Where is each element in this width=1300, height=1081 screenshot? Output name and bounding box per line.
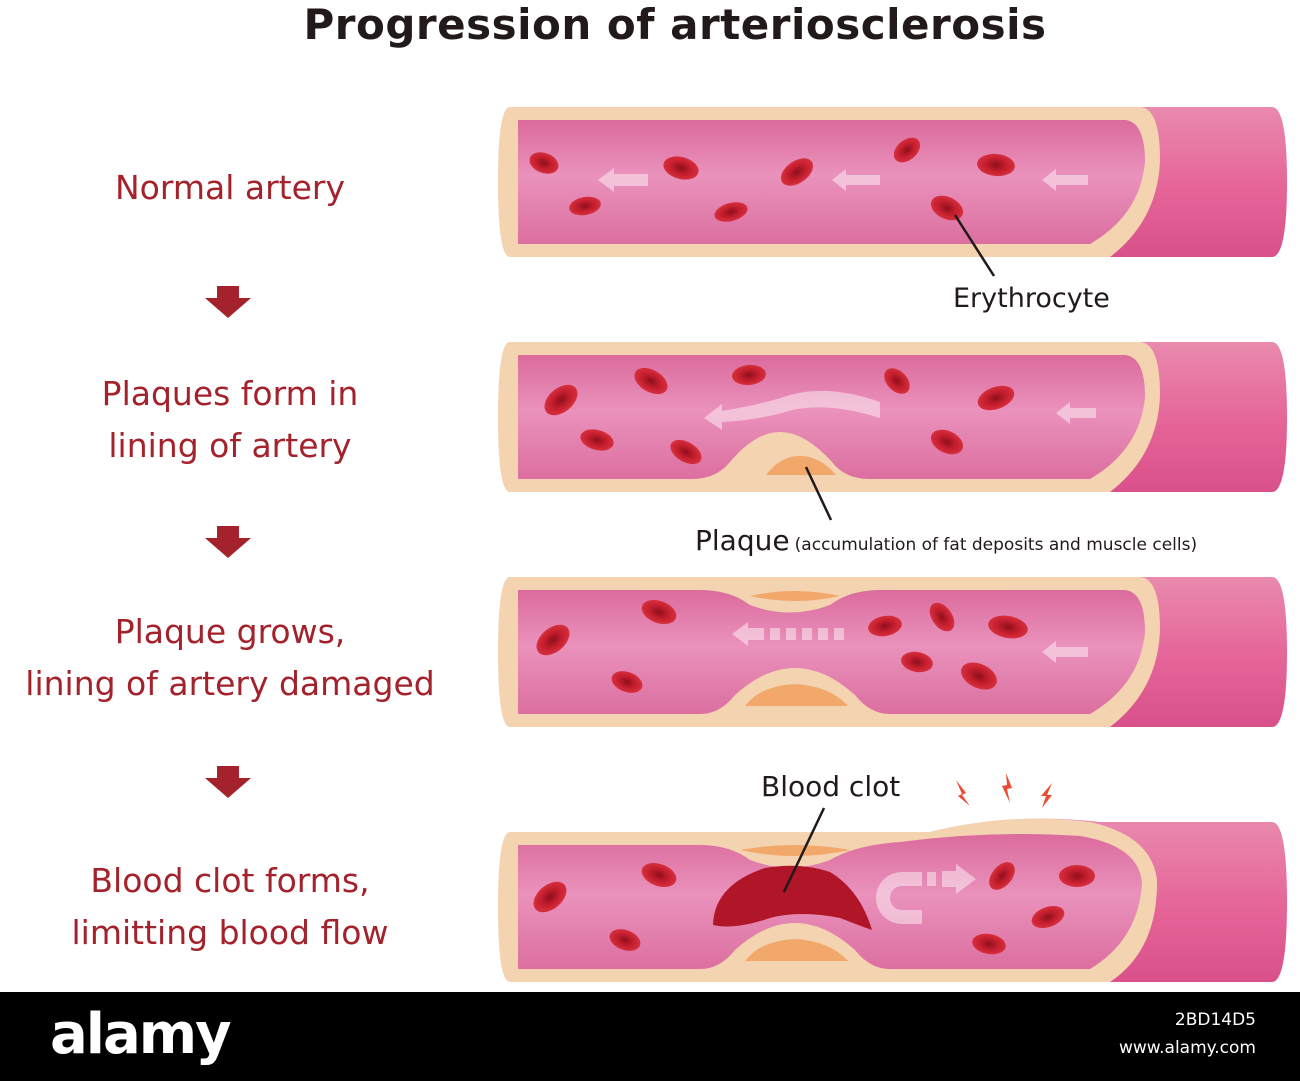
erythrocyte <box>533 881 567 913</box>
vessel-lumen <box>518 120 1145 244</box>
artery-plaque-forming <box>498 342 1287 521</box>
stage-label-blood-clot: Blood clot forms, limitting blood flow <box>0 855 470 959</box>
stage-label-normal-artery: Normal artery <box>0 162 470 214</box>
erythrocyte <box>1059 865 1095 887</box>
erythrocyte <box>569 196 601 216</box>
plaque-label-term: Plaque <box>695 524 790 557</box>
watermark-footer: alamy 2BD14D5 www.alamy.com <box>0 992 1300 1081</box>
stage-label-line: Plaques form in <box>101 374 359 413</box>
stage-label-line: lining of artery <box>108 426 352 465</box>
erythrocyte-group <box>529 137 1015 222</box>
plaque-label: Plaque (accumulation of fat deposits and… <box>695 524 1197 557</box>
stage-label-line: Normal artery <box>114 168 346 207</box>
artery-blood-clot <box>498 773 1287 982</box>
flow-arrow-icon <box>1056 402 1096 424</box>
stage-label-plaques-form: Plaques form in lining of artery <box>0 368 470 472</box>
erythrocyte <box>988 615 1028 639</box>
stage-label-line: Blood clot forms, <box>90 861 370 900</box>
erythrocyte <box>580 429 614 451</box>
erythrocyte <box>977 385 1015 411</box>
stage-label-line: limitting blood flow <box>71 913 389 952</box>
erythrocyte <box>714 202 748 222</box>
erythrocyte <box>930 195 964 221</box>
erythrocyte <box>609 929 641 951</box>
erythrocyte-group <box>544 364 1015 465</box>
plaque-deposit <box>745 684 848 706</box>
artery-diagram <box>498 107 1287 982</box>
erythrocyte <box>884 368 910 394</box>
erythrocyte-group <box>533 862 1095 955</box>
flow-arrow-icon <box>704 390 880 430</box>
erythrocyte <box>634 367 668 395</box>
erythrocyte <box>780 158 814 186</box>
stage-label-line: Plaque grows, <box>114 612 346 651</box>
erythrocyte <box>868 615 902 637</box>
flow-arrow-icon <box>732 622 1088 663</box>
erythrocyte <box>929 602 955 632</box>
flow-arrow-icon <box>598 168 1088 192</box>
stage-label-plaque-grows: Plaque grows, lining of artery damaged <box>0 606 470 710</box>
artery-plaque-growing <box>498 577 1287 727</box>
down-arrow-icon <box>205 526 251 558</box>
blood-clot <box>713 865 872 930</box>
erythrocyte <box>663 156 699 180</box>
erythrocyte <box>611 671 643 693</box>
flow-arrow-icon <box>876 864 976 924</box>
erythrocyte <box>930 429 964 455</box>
erythrocyte-group <box>536 599 1028 693</box>
vessel-lumen <box>518 355 1145 479</box>
blood-clot-leader-line <box>782 807 826 893</box>
plaque-leader-line <box>804 466 833 521</box>
erythrocyte-label: Erythrocyte <box>953 283 1110 314</box>
pain-spark-icon <box>956 773 1052 808</box>
plaque-deposit <box>750 591 840 601</box>
erythrocyte <box>989 862 1015 890</box>
down-arrow-icon <box>205 286 251 318</box>
erythrocyte <box>641 599 677 625</box>
erythrocyte <box>1031 905 1065 929</box>
stage-label-line: lining of artery damaged <box>25 664 435 703</box>
erythrocyte <box>972 933 1006 955</box>
down-arrow-icon <box>205 766 251 798</box>
brand-logo: alamy <box>50 1002 232 1067</box>
erythrocyte <box>529 152 559 174</box>
blood-clot-label: Blood clot <box>761 770 901 803</box>
erythrocyte <box>544 384 578 416</box>
plaque-label-note: (accumulation of fat deposits and muscle… <box>794 535 1198 555</box>
site-url-text: www.alamy.com <box>1118 1038 1256 1058</box>
erythrocyte <box>977 153 1015 177</box>
erythrocyte <box>961 662 997 690</box>
artery-normal <box>498 107 1287 277</box>
erythrocyte <box>670 439 702 465</box>
plaque-deposit <box>766 456 836 475</box>
erythrocyte <box>901 651 933 673</box>
erythrocyte <box>732 364 766 386</box>
erythrocyte <box>893 137 921 163</box>
page-title: Progression of arteriosclerosis <box>303 0 1047 49</box>
erythrocyte-leader-line <box>953 214 996 277</box>
erythrocyte <box>641 862 677 888</box>
plaque-deposit <box>745 939 848 961</box>
image-id-text: 2BD14D5 <box>1174 1010 1256 1030</box>
erythrocyte <box>536 624 570 656</box>
plaque-deposit <box>740 845 850 856</box>
